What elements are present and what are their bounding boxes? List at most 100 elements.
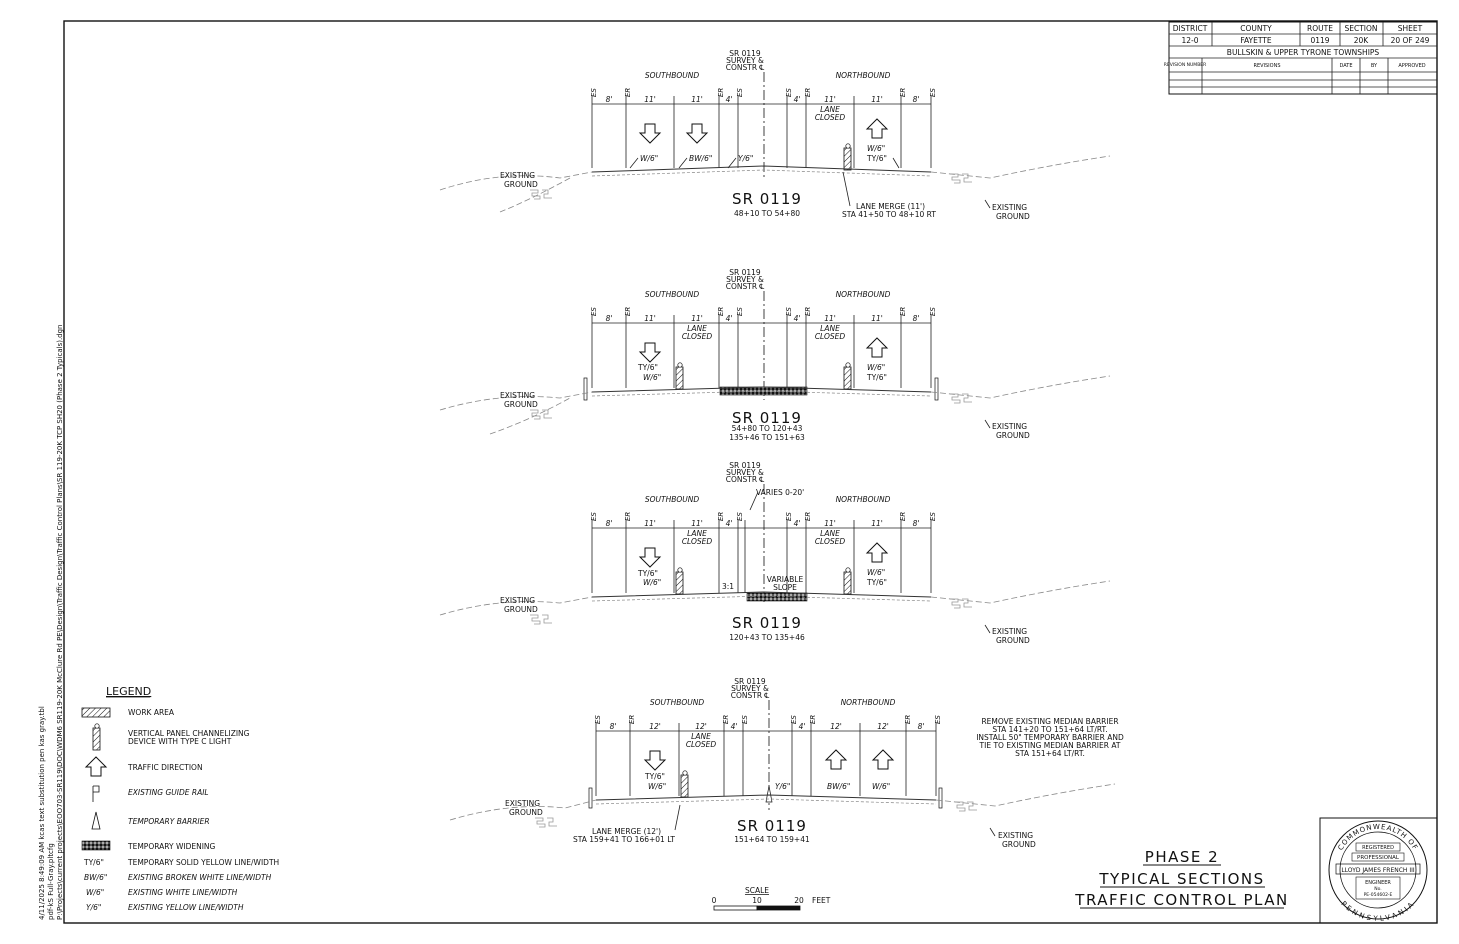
s2-lane-1: LANE	[687, 324, 707, 333]
s2-label-4: TY/6"	[866, 373, 887, 382]
s4-temporary-barrier	[765, 785, 773, 803]
s4-arrow-sb	[644, 750, 666, 771]
s3-existing-2: GROUND	[504, 605, 538, 614]
s3-er-2: ER	[717, 512, 725, 521]
engineer-seal: COMMONWEALTH OF PENNSYLVANIA REGISTERED …	[1319, 817, 1438, 924]
s1-note-2: STA 41+50 TO 48+10 RT	[842, 210, 936, 219]
s3-arrow-sb	[639, 547, 661, 568]
s1-southbound: SOUTHBOUND	[645, 71, 700, 80]
tb-rev-number: REVISION NUMBER	[1164, 62, 1207, 68]
s1-label-4: W/6"	[867, 144, 885, 153]
s1-label-5: TY/6"	[866, 154, 887, 163]
scale-tick-20: 20	[794, 896, 804, 905]
s2-survey-2: SURVEY &	[726, 275, 764, 284]
s3-lane-2: CLOSED	[682, 537, 713, 546]
s2-lane-3: LANE	[820, 324, 840, 333]
typical-section-4: SR 0119 SURVEY & CONSTR ℄ SOUTHBOUND NOR…	[449, 677, 1124, 849]
seal-outer-bottom: PENNSYLVANIA	[1339, 900, 1414, 923]
s1-survey-1: SR 0119	[729, 49, 761, 58]
s1-survey-3: CONSTR ℄	[726, 63, 765, 72]
s4-channelizing-device	[680, 770, 689, 798]
scale-unit: FEET	[812, 896, 831, 905]
s4-existing-2: GROUND	[509, 808, 543, 817]
sheet-title-1: PHASE 2	[1145, 848, 1219, 866]
s2-es-3: ES	[785, 307, 793, 316]
s1-label-1: W/6"	[640, 154, 658, 163]
s4-dim-4: 4'	[731, 722, 738, 731]
tb-header-sheet: SHEET	[1398, 24, 1423, 33]
s3-dim-8: 8'	[913, 519, 920, 528]
s1-route: SR 0119	[732, 190, 802, 208]
s4-station-range: 151+64 TO 159+41	[734, 835, 810, 844]
s4-er-2: ER	[722, 715, 730, 724]
s3-er-4: ER	[899, 512, 907, 521]
s2-southbound: SOUTHBOUND	[645, 290, 700, 299]
s4-existing-3: EXISTING	[998, 831, 1033, 840]
scale-label: SCALE	[745, 886, 769, 895]
s2-label-1: TY/6"	[637, 363, 658, 372]
scale-bar: SCALE 0 10 20 FEET	[712, 886, 831, 911]
s3-station-range: 120+43 TO 135+46	[729, 633, 805, 642]
s2-es-4: ES	[929, 307, 937, 316]
s3-dim-7: 11'	[871, 519, 883, 528]
s1-dim-2: 11'	[644, 95, 656, 104]
s4-remove-4: TIE TO EXISTING MEDIAN BARRIER AT	[979, 741, 1121, 750]
seal-name: LLOYD JAMES FRENCH III	[1341, 867, 1415, 874]
s2-lane-2: CLOSED	[682, 332, 713, 341]
tb-township: BULLSKIN & UPPER TYRONE TOWNSHIPS	[1227, 48, 1380, 57]
tb-route: 0119	[1310, 36, 1329, 45]
s2-dim-7: 11'	[871, 314, 883, 323]
s2-lane-4: CLOSED	[815, 332, 846, 341]
s1-arrow-nb	[866, 118, 888, 139]
tb-section: 20K	[1354, 36, 1370, 45]
s1-es-4: ES	[929, 88, 937, 97]
s1-station-range: 48+10 TO 54+80	[734, 209, 800, 218]
s1-dim-6: 11'	[824, 95, 836, 104]
s3-lane-4: CLOSED	[815, 537, 846, 546]
s2-er-2: ER	[717, 307, 725, 316]
s4-er-4: ER	[904, 715, 912, 724]
s3-varies: VARIES 0-20'	[756, 488, 804, 497]
s4-label-2: W/6"	[648, 782, 666, 791]
s2-er-4: ER	[899, 307, 907, 316]
s2-station-range-2: 135+46 TO 151+63	[729, 433, 805, 442]
s2-dim-6: 11'	[824, 314, 836, 323]
s2-survey-3: CONSTR ℄	[726, 282, 765, 291]
s3-channelizing-device-1	[675, 567, 684, 595]
s1-northbound: NORTHBOUND	[836, 71, 891, 80]
s1-dim-4: 4'	[726, 95, 733, 104]
s1-lane-1: LANE	[820, 105, 840, 114]
s1-survey-2: SURVEY &	[726, 56, 764, 65]
typical-section-1: SR 0119 SURVEY & CONSTR ℄ SOUTHBOUND NOR…	[439, 49, 1111, 221]
s2-label-2: W/6"	[643, 373, 661, 382]
s3-survey-2: SURVEY &	[726, 468, 764, 477]
seal-registered: REGISTERED	[1362, 845, 1394, 851]
s3-slope-ratio: 3:1	[722, 582, 734, 591]
s4-dim-8: 8'	[918, 722, 925, 731]
scale-tick-0: 0	[712, 896, 717, 905]
s2-channelizing-device-1	[675, 362, 684, 390]
s1-arrow-sb-2	[686, 123, 708, 144]
legend-item-temp-widening: TEMPORARY WIDENING	[127, 842, 216, 851]
s2-channelizing-device-2	[843, 362, 852, 390]
s1-existing-4: GROUND	[996, 212, 1030, 221]
s1-es-2: ES	[736, 88, 744, 97]
s1-channelizing-device	[843, 143, 852, 171]
s3-northbound: NORTHBOUND	[836, 495, 891, 504]
s3-lane-3: LANE	[820, 529, 840, 538]
tb-header-section: SECTION	[1344, 24, 1377, 33]
legend-y-symbol: Y/6"	[86, 903, 101, 912]
svg-text:PENNSYLVANIA: PENNSYLVANIA	[1339, 900, 1416, 923]
s1-arrow-sb-1	[639, 123, 661, 144]
s1-dim-3: 11'	[691, 95, 703, 104]
legend-w-symbol: W/6"	[86, 888, 104, 897]
s4-northbound: NORTHBOUND	[841, 698, 896, 707]
sheet-title-2: TYPICAL SECTIONS	[1098, 870, 1264, 888]
s4-remove-5: STA 151+64 LT/RT.	[1015, 749, 1085, 758]
s3-dim-4: 4'	[726, 519, 733, 528]
side-text-3: P:\Projects\current projects\EOO703-SR11…	[56, 325, 64, 921]
s4-es-1: ES	[594, 715, 602, 724]
s1-dim-7: 11'	[871, 95, 883, 104]
s4-remove-2: STA 141+20 TO 151+64 LT/RT.	[992, 725, 1107, 734]
s3-dim-6: 11'	[824, 519, 836, 528]
